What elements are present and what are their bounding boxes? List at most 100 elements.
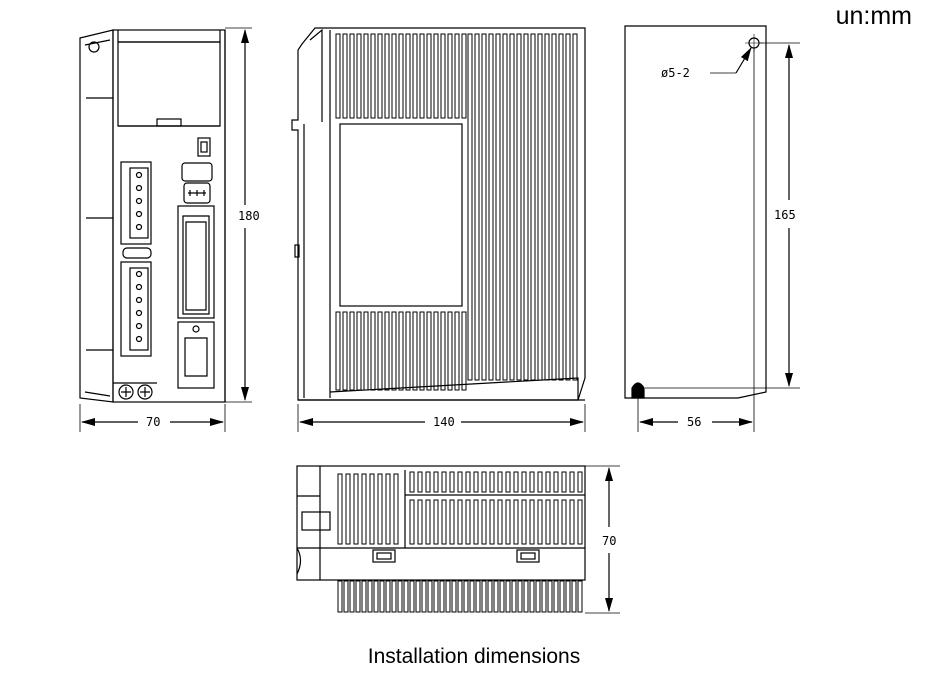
vent-slot	[335, 311, 341, 391]
vent-slot	[454, 33, 460, 119]
vent-slot	[489, 499, 495, 545]
vent-slot	[457, 499, 463, 545]
vent-slot	[461, 33, 467, 119]
vent-slot	[577, 580, 583, 613]
vent-slot	[385, 473, 391, 545]
usb-port-icon	[197, 137, 211, 157]
vent-slot	[415, 580, 421, 613]
dimension-mount-height: 165	[774, 208, 796, 222]
vent-slot	[481, 33, 487, 381]
vent-slot	[545, 499, 551, 545]
vent-slot	[439, 580, 445, 613]
vent-slot	[511, 580, 517, 613]
vent-slot	[499, 580, 505, 613]
terminal-block-icon	[120, 161, 152, 357]
side-view	[291, 27, 586, 432]
vent-slot	[447, 311, 453, 391]
vent-slot	[405, 311, 411, 391]
vent-slot	[385, 580, 391, 613]
vent-slot	[513, 499, 519, 545]
vent-slot	[537, 33, 543, 381]
vent-slot	[457, 580, 463, 613]
vent-slot	[495, 33, 501, 381]
vent-slot	[426, 33, 432, 119]
vent-slot	[353, 473, 359, 545]
vent-slot	[529, 580, 535, 613]
vent-slot	[377, 473, 383, 545]
ground-screw-icon	[137, 384, 153, 400]
vent-slot	[425, 471, 431, 493]
vent-slot	[493, 580, 499, 613]
vent-slot	[572, 33, 578, 381]
dimension-bottom-height: 70	[602, 534, 616, 548]
vent-slot	[505, 471, 511, 493]
vent-slot	[355, 580, 361, 613]
vent-slot	[497, 471, 503, 493]
vent-slot	[502, 33, 508, 381]
vent-slot	[433, 33, 439, 119]
vent-slot	[426, 311, 432, 391]
mounting-hole-icon	[88, 41, 100, 53]
vent-slot	[377, 33, 383, 119]
vent-slot	[433, 499, 439, 545]
vent-slot	[454, 311, 460, 391]
vent-slot	[409, 580, 415, 613]
vent-slot	[529, 499, 535, 545]
vent-slot	[363, 33, 369, 119]
vent-slot	[417, 499, 423, 545]
vent-slot	[398, 33, 404, 119]
bottom-view	[296, 465, 620, 614]
vent-slot	[405, 33, 411, 119]
vent-slot	[345, 473, 351, 545]
vent-slot	[465, 471, 471, 493]
vent-slot	[356, 311, 362, 391]
vent-slot	[505, 580, 511, 613]
vent-slot	[391, 311, 397, 391]
mounting-view	[624, 25, 800, 432]
vent-slot	[377, 311, 383, 391]
vent-slot	[553, 580, 559, 613]
vent-slot	[537, 471, 543, 493]
vent-slot	[349, 580, 355, 613]
vent-slot	[449, 471, 455, 493]
vent-slot	[481, 580, 487, 613]
vent-slot	[461, 311, 467, 391]
vent-slot	[509, 33, 515, 381]
vent-slot	[449, 499, 455, 545]
vent-slot	[571, 580, 577, 613]
vent-slot	[384, 311, 390, 391]
vent-slot	[505, 499, 511, 545]
installation-drawing: 180 70 140	[79, 25, 800, 614]
vent-slot	[577, 471, 583, 493]
vent-slot	[373, 580, 379, 613]
vent-slot	[489, 471, 495, 493]
vent-slot	[487, 580, 493, 613]
vent-slot	[551, 33, 557, 381]
diagram-caption: Installation dimensions	[367, 645, 581, 668]
vent-slot	[481, 499, 487, 545]
vent-slot	[419, 311, 425, 391]
vent-slot	[561, 499, 567, 545]
vent-slot	[367, 580, 373, 613]
vent-slot	[497, 499, 503, 545]
ground-screw-icon	[118, 384, 134, 400]
vent-slot	[561, 471, 567, 493]
vent-slot	[513, 471, 519, 493]
vent-slot	[577, 499, 583, 545]
vent-slot	[379, 580, 385, 613]
vent-slot	[469, 580, 475, 613]
unit-label: un:mm	[835, 2, 912, 30]
db-connector-icon	[177, 205, 215, 319]
hole-spec-label: ø5-2	[661, 66, 690, 80]
vent-slot	[463, 580, 469, 613]
vent-slot	[447, 33, 453, 119]
vent-slot	[475, 580, 481, 613]
vent-slot	[397, 580, 403, 613]
vent-slot	[547, 580, 553, 613]
vent-slot	[553, 471, 559, 493]
vent-slot	[337, 580, 343, 613]
vent-slot	[419, 33, 425, 119]
dimension-side-depth: 140	[433, 415, 455, 429]
vent-slot	[441, 471, 447, 493]
vent-slot	[441, 499, 447, 545]
